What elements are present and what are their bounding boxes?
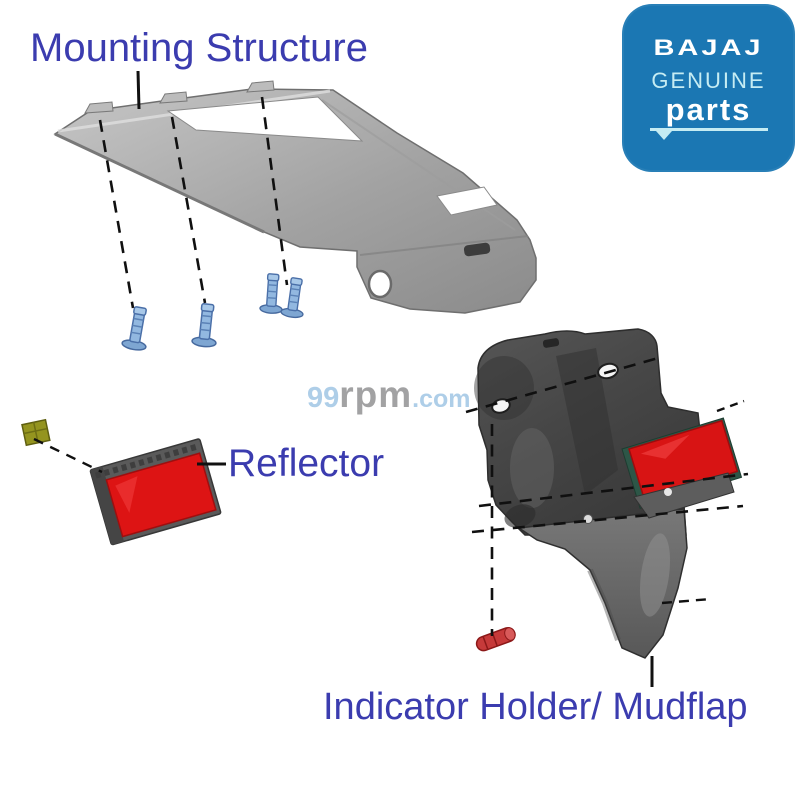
- mudflap-lower-flap: [516, 508, 688, 659]
- dashed-line-mudflap-top: [465, 355, 663, 414]
- reflector-part: [89, 438, 222, 546]
- reflector-label: Reflector: [228, 442, 385, 485]
- badge-parts-text: parts: [665, 92, 752, 127]
- dashed-line-reflector-tip: [716, 399, 745, 413]
- mudflap-part: [474, 328, 743, 659]
- watermark-99: 99: [307, 382, 340, 414]
- dashed-line-screw-1: [98, 119, 135, 309]
- screw-bolt-1: [121, 306, 147, 351]
- mudflap-reflector: [628, 419, 739, 501]
- mounting-structure-label: Mounting Structure: [30, 26, 368, 70]
- callout-line-mounting: [136, 70, 141, 110]
- watermark-rpm: rpm: [339, 374, 413, 415]
- callout-lines: [136, 70, 654, 687]
- badge-brand-text: BAJAJ: [653, 35, 764, 61]
- badge-underline: [649, 128, 768, 140]
- indicator-holder-label: Indicator Holder/ Mudflap: [323, 686, 748, 728]
- dashed-line-screw-2: [170, 116, 207, 304]
- dashed-line-nut: [33, 437, 103, 474]
- bajaj-genuine-parts-badge: BAJAJ GENUINE parts: [622, 4, 795, 172]
- watermark-com: .com: [412, 385, 471, 413]
- dashed-line-flap-right: [661, 597, 712, 605]
- dashed-line-mudflap-low: [471, 504, 744, 534]
- badge-arrow-icon: [655, 131, 672, 140]
- screw-bolt-4: [280, 277, 304, 319]
- dashed-line-mudflap-mid: [478, 472, 749, 508]
- dashed-guide-lines: [33, 96, 749, 636]
- badge-genuine-text: GENUINE: [651, 68, 766, 93]
- bracket-mount-hole: [367, 269, 393, 299]
- dashed-line-screw-3: [260, 96, 289, 286]
- nut-part: [21, 418, 51, 447]
- retainer-clip-part: [475, 626, 516, 652]
- screw-bolt-2: [191, 303, 217, 348]
- watermark: 99 rpm .com: [307, 374, 471, 416]
- screw-bolt-3: [259, 273, 283, 314]
